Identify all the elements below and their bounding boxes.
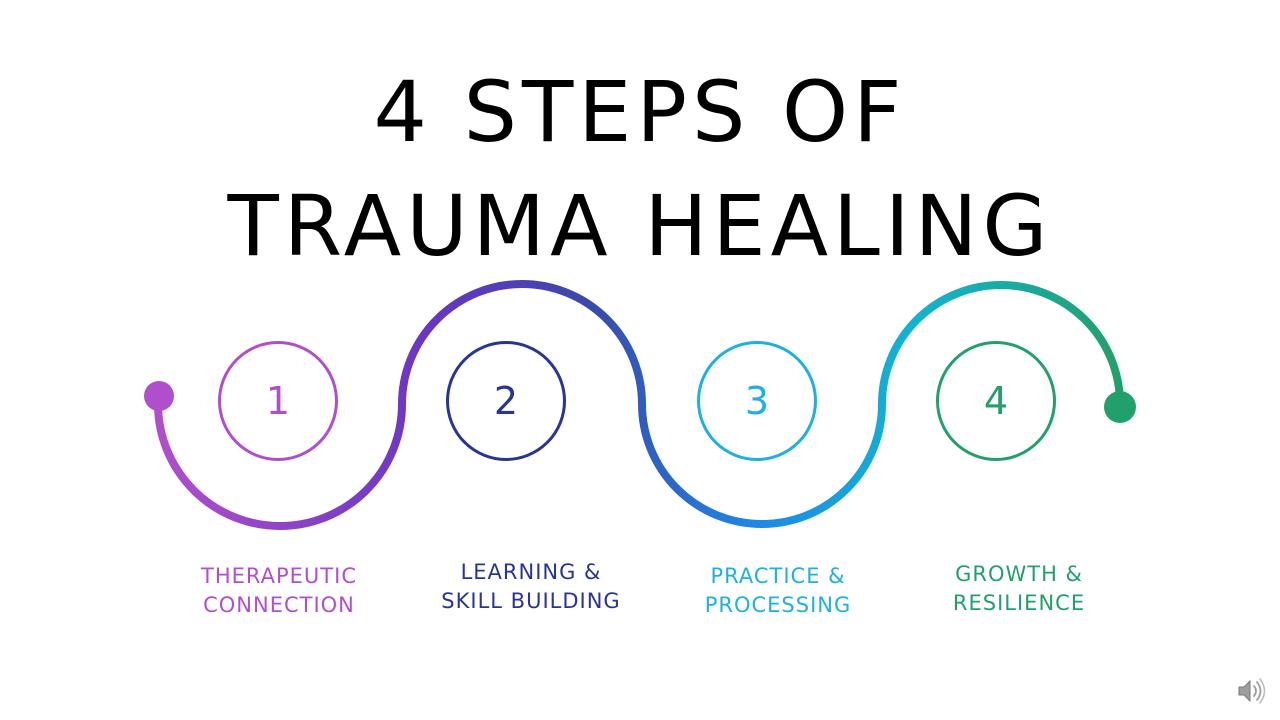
step-4-circle: 4 — [936, 341, 1056, 461]
step-3-number: 3 — [744, 379, 770, 423]
step-3-label: PRACTICE & PROCESSING — [704, 564, 852, 617]
wave-start-dot — [144, 381, 174, 411]
step-4-number: 4 — [983, 379, 1009, 423]
step-4-label: GROWTH & RESILIENCE — [952, 562, 1086, 615]
wave-path — [154, 280, 1124, 530]
step-2-circle: 2 — [446, 341, 566, 461]
step-1-circle: 1 — [218, 341, 338, 461]
title-line-2: TRAUMA HEALING — [227, 177, 1053, 275]
step-1-number: 1 — [265, 379, 291, 423]
step-2-label: LEARNING & SKILL BUILDING — [441, 560, 621, 613]
step-3-circle: 3 — [697, 341, 817, 461]
wave-end-dot — [1104, 391, 1136, 423]
speaker-icon[interactable] — [1236, 676, 1266, 706]
step-2-number: 2 — [493, 379, 519, 423]
title-line-1: 4 STEPS OF — [373, 63, 907, 161]
step-1-label: THERAPEUTIC CONNECTION — [201, 564, 357, 617]
